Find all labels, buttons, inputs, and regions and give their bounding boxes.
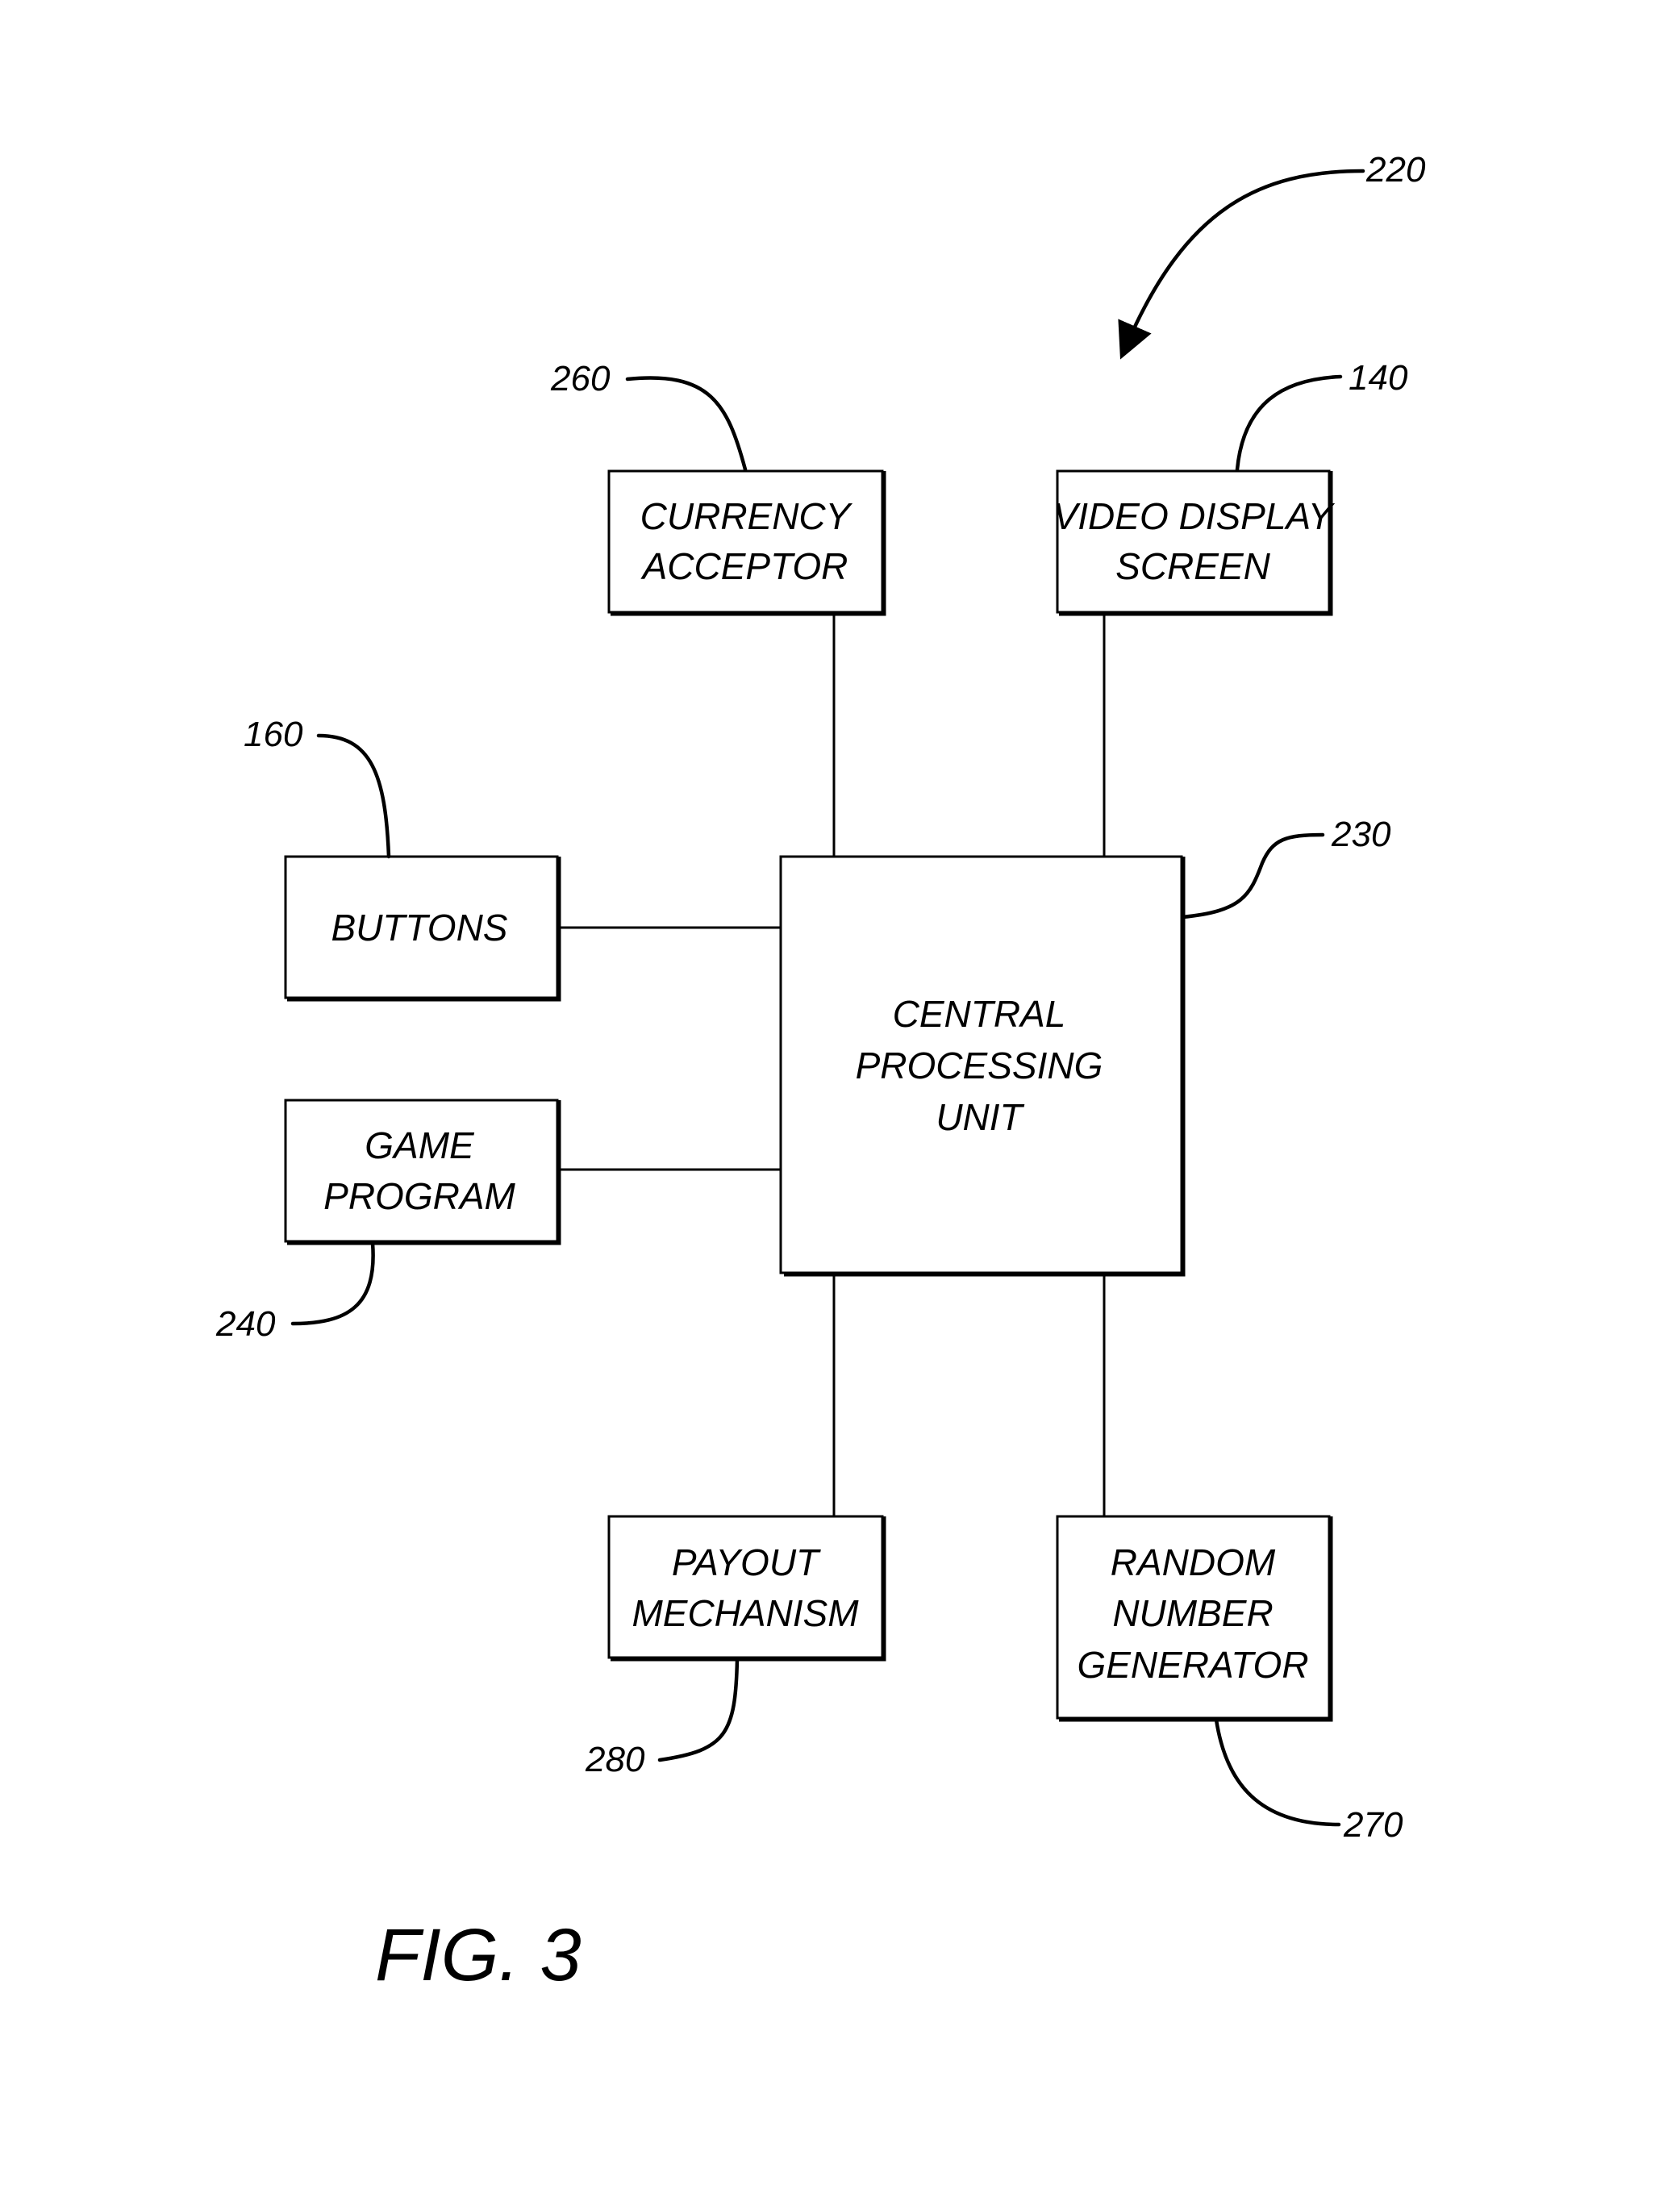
game-program-line-2: PROGRAM (323, 1175, 515, 1217)
payout-mechanism-block: PAYOUT MECHANISM (609, 1516, 884, 1659)
leader-280 (660, 1659, 737, 1760)
payout-line-2: MECHANISM (632, 1592, 859, 1634)
ref-230: 230 (1331, 815, 1391, 854)
ref-280: 280 (585, 1740, 645, 1779)
ref-140: 140 (1349, 358, 1408, 398)
figure-caption: FIG. 3 (375, 1914, 582, 1996)
ref-260: 260 (550, 359, 611, 398)
video-display-line-2: SCREEN (1115, 545, 1270, 587)
currency-acceptor-line-2: ACCEPTOR (640, 545, 848, 587)
video-display-line-1: VIDEO DISPLAY (1053, 495, 1336, 537)
cpu-line-3: UNIT (936, 1096, 1024, 1138)
buttons-line-1: BUTTONS (331, 907, 508, 949)
leader-160 (319, 736, 389, 857)
ref-160: 160 (244, 715, 303, 754)
game-program-block: GAME PROGRAM (286, 1100, 559, 1243)
game-program-line-1: GAME (365, 1124, 475, 1166)
rng-line-3: GENERATOR (1077, 1644, 1308, 1686)
ref-220: 220 (1365, 150, 1426, 190)
random-number-generator-block: RANDOM NUMBER GENERATOR (1057, 1516, 1331, 1720)
leader-140 (1237, 377, 1340, 469)
leader-270 (1216, 1720, 1339, 1825)
leader-240 (293, 1243, 373, 1324)
currency-acceptor-block: CURRENCY ACCEPTOR (609, 471, 884, 614)
leader-260 (627, 377, 745, 469)
ref-270: 270 (1343, 1805, 1403, 1845)
buttons-block: BUTTONS (286, 857, 559, 999)
payout-line-1: PAYOUT (672, 1541, 821, 1583)
leader-220-arrow (1128, 171, 1363, 343)
central-processing-unit-block: CENTRAL PROCESSING UNIT (781, 857, 1183, 1274)
currency-acceptor-line-1: CURRENCY (640, 495, 853, 537)
cpu-line-2: PROCESSING (856, 1045, 1103, 1086)
rng-line-1: RANDOM (1111, 1541, 1276, 1583)
rng-line-2: NUMBER (1112, 1592, 1273, 1634)
leader-230 (1182, 835, 1323, 917)
ref-240: 240 (215, 1304, 276, 1344)
video-display-screen-block: VIDEO DISPLAY SCREEN (1053, 471, 1336, 614)
cpu-line-1: CENTRAL (893, 993, 1066, 1035)
